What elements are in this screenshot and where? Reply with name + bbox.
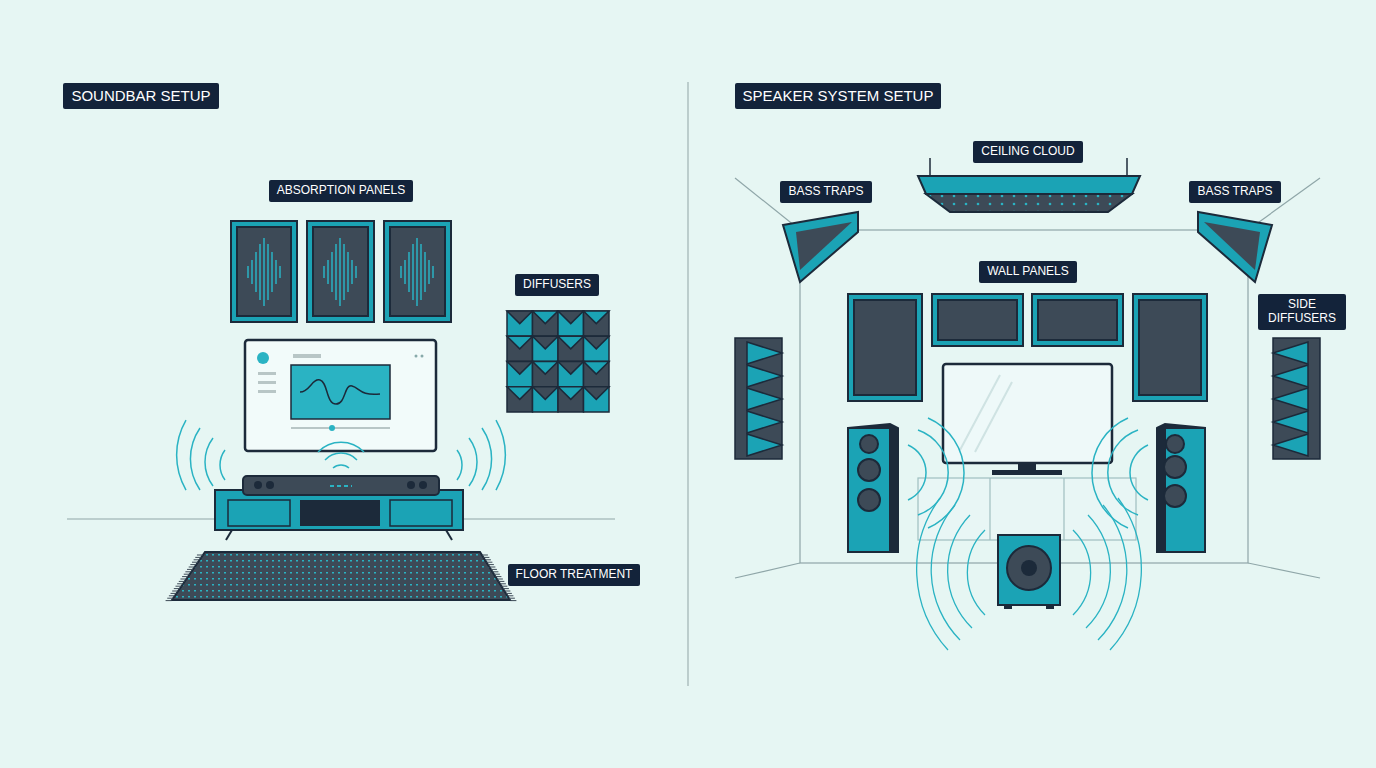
label-tag: SPEAKER SYSTEM SETUP: [735, 83, 942, 108]
label-tag: DIFFUSERS: [515, 274, 599, 296]
label-tag: WALL PANELS: [979, 261, 1077, 283]
tag-text: DIFFUSERS: [523, 278, 591, 292]
tag-text: SPEAKER SYSTEM SETUP: [743, 87, 934, 104]
tag-text: WALL PANELS: [987, 265, 1069, 279]
label-tag: FLOOR TREATMENT: [508, 564, 641, 586]
tag-text: FLOOR TREATMENT: [516, 568, 633, 582]
tag-text: ABSORPTION PANELS: [277, 184, 405, 198]
label-tag: ABSORPTION PANELS: [269, 180, 413, 202]
label-tag: BASS TRAPS: [1189, 181, 1280, 203]
tag-text: SIDE DIFFUSERS: [1266, 298, 1338, 326]
tag-text: BASS TRAPS: [1197, 185, 1272, 199]
tag-text: SOUNDBAR SETUP: [71, 87, 210, 104]
tag-text: BASS TRAPS: [788, 185, 863, 199]
tag-text: CEILING CLOUD: [981, 145, 1074, 159]
label-tag: SIDE DIFFUSERS: [1258, 294, 1346, 330]
label-tag: BASS TRAPS: [780, 181, 871, 203]
label-tag: SOUNDBAR SETUP: [63, 83, 218, 108]
label-tag: CEILING CLOUD: [973, 141, 1082, 163]
